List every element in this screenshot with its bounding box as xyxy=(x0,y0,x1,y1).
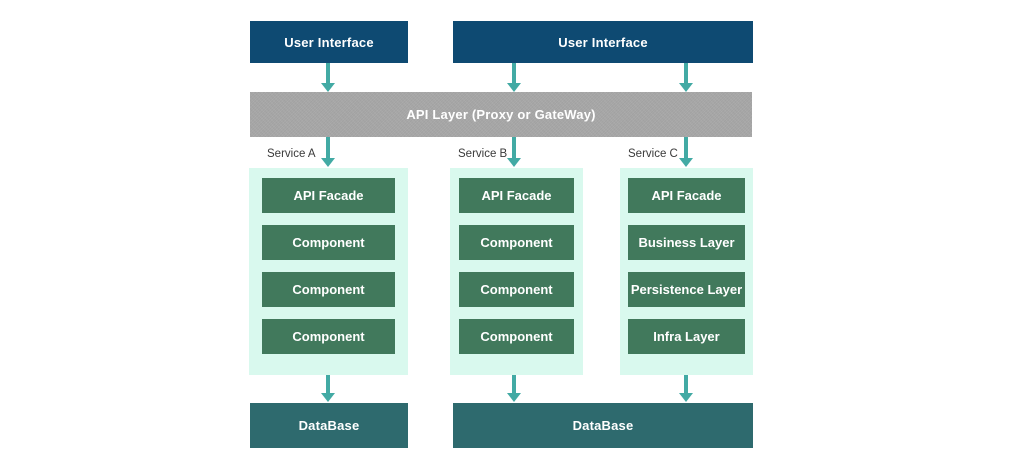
service-a-label: Service A xyxy=(267,148,316,160)
service-c-label: Service C xyxy=(628,148,678,160)
service-b-row-component-1: Component xyxy=(459,225,574,260)
arrow-service-a-to-db1 xyxy=(326,375,330,393)
database-box-1: DataBase xyxy=(250,403,408,448)
arrow-service-b-to-db2 xyxy=(512,375,516,393)
service-c-container: API Facade Business Layer Persistence La… xyxy=(620,168,753,375)
arrow-ui2-to-api-right xyxy=(684,63,688,83)
arrow-service-c-to-db2 xyxy=(684,375,688,393)
service-a-row-api-facade: API Facade xyxy=(262,178,395,213)
service-c-row-infra-layer: Infra Layer xyxy=(628,319,745,354)
user-interface-box-2: User Interface xyxy=(453,21,753,63)
service-b-row-component-2: Component xyxy=(459,272,574,307)
user-interface-box-1: User Interface xyxy=(250,21,408,63)
service-a-container: API Facade Component Component Component xyxy=(249,168,408,375)
service-b-row-api-facade: API Facade xyxy=(459,178,574,213)
service-c-row-business-layer: Business Layer xyxy=(628,225,745,260)
arrow-ui1-to-api xyxy=(326,63,330,83)
service-c-row-persistence-layer: Persistence Layer xyxy=(628,272,745,307)
service-a-row-component-1: Component xyxy=(262,225,395,260)
arrow-ui2-to-api-left xyxy=(512,63,516,83)
service-a-row-component-3: Component xyxy=(262,319,395,354)
database-box-2: DataBase xyxy=(453,403,753,448)
api-layer-bar: API Layer (Proxy or GateWay) xyxy=(250,92,752,137)
service-b-label: Service B xyxy=(458,148,508,160)
service-b-row-component-3: Component xyxy=(459,319,574,354)
service-a-row-component-2: Component xyxy=(262,272,395,307)
service-c-row-api-facade: API Facade xyxy=(628,178,745,213)
arrow-api-to-service-a xyxy=(326,137,330,158)
service-b-container: API Facade Component Component Component xyxy=(450,168,583,375)
arrow-api-to-service-b xyxy=(512,137,516,158)
arrow-api-to-service-c xyxy=(684,137,688,158)
